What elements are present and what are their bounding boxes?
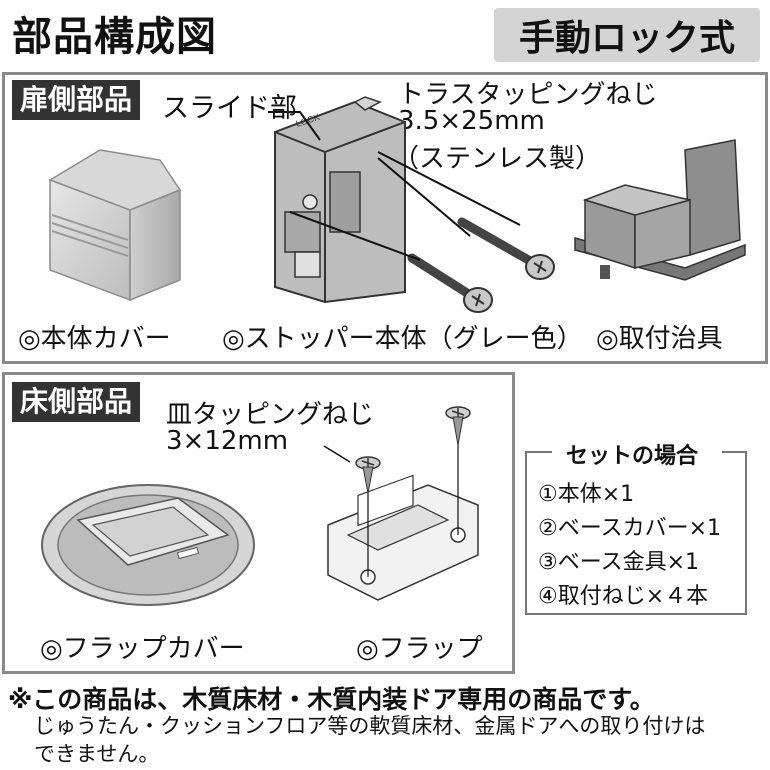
footer-detail-line-2: できません。	[34, 742, 160, 766]
page-title: 部品構成図	[12, 14, 217, 60]
stopper-body-illustration: LOCK	[274, 96, 406, 304]
set-item-1: ①本体×1	[538, 482, 635, 507]
truss-screw-size: 3.5×25mm	[398, 106, 545, 136]
flap-cover-illustration	[41, 484, 255, 606]
set-item-4: ④取付ねじ×４本	[538, 584, 709, 609]
footer-detail-line-1: じゅうたん・クッションフロア等の軟質床材、金属ドアへの取り付けは	[34, 714, 706, 738]
set-item-2: ②ベースカバー×1	[538, 516, 722, 541]
flat-screw-left	[355, 456, 381, 494]
floor-parts-panel	[2, 372, 515, 674]
set-box-title: セットの場合	[566, 444, 699, 469]
footer-notice: ※この商品は、木質床材・木質内装ドア専用の商品です。	[8, 685, 655, 714]
truss-screw-material: （ステンレス製）	[393, 144, 602, 174]
body-cover-illustration	[48, 149, 182, 302]
truss-screw-upper	[457, 217, 555, 280]
flap-cover-caption: ◎フラップカバー	[40, 634, 245, 664]
door-parts-panel	[2, 72, 768, 364]
floor-parts-tag: 床側部品	[12, 382, 141, 422]
truss-screw-label: トラスタッピングねじ	[398, 80, 658, 110]
flap-caption: ◎フラップ	[356, 634, 483, 664]
flap-illustration	[327, 406, 479, 601]
slide-label: スライド部	[162, 93, 297, 124]
flat-screw-size: 3×12mm	[166, 426, 289, 456]
body-cover-caption: ◎本体カバー	[18, 324, 171, 354]
mounting-jig-caption: ◎取付治具	[596, 324, 723, 354]
stopper-body-caption: ◎ストッパー本体（グレー色）	[222, 324, 583, 354]
set-item-3: ③ベース金具×1	[538, 550, 700, 575]
truss-screw-lower	[407, 253, 493, 313]
flat-screw-right	[445, 406, 471, 446]
mounting-jig-illustration	[574, 139, 746, 281]
flat-screw-label: 皿タッピングねじ	[166, 400, 375, 430]
footer-notice-detail: じゅうたん・クッションフロア等の軟質床材、金属ドアへの取り付けは できません。	[34, 712, 705, 768]
lock-type-badge: 手動ロック式	[494, 8, 760, 62]
door-parts-tag: 扉側部品	[12, 80, 141, 120]
